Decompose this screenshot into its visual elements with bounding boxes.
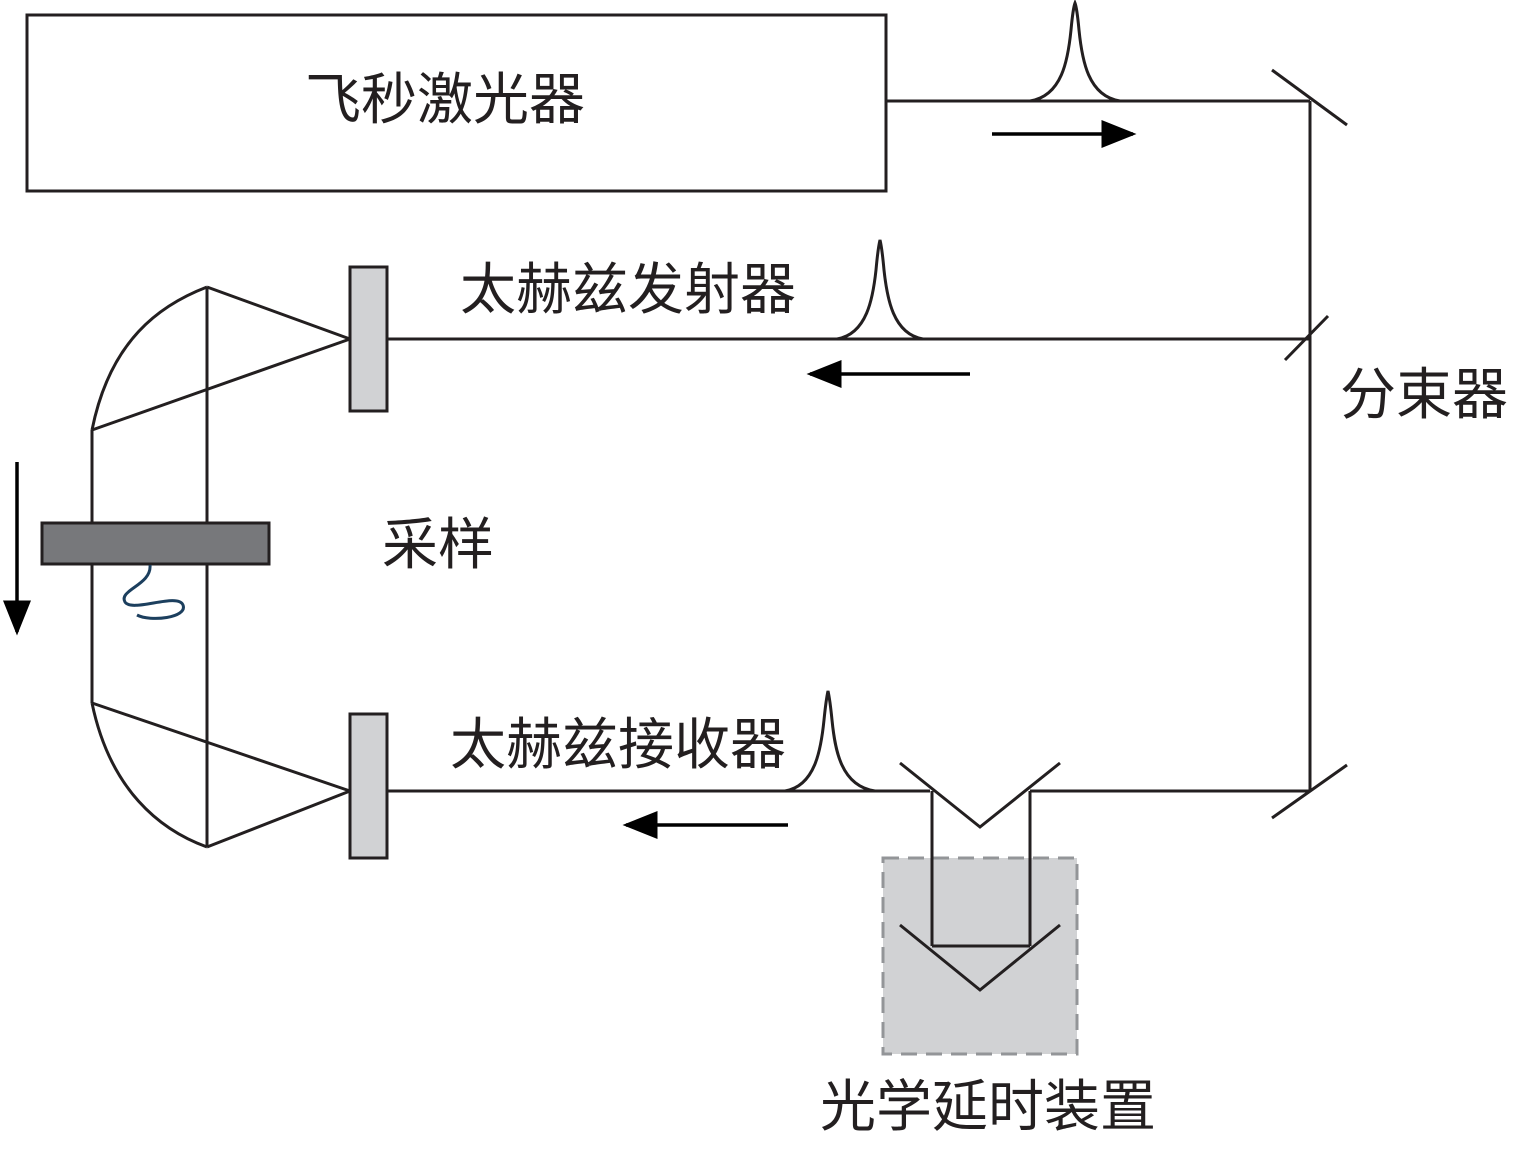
upper-parabolic-mirror: [90, 285, 208, 431]
upper-ray-top: [206, 285, 351, 341]
laser-box: [25, 13, 888, 193]
thz-emitter-antenna: [348, 265, 389, 413]
laser-label: 飞秒激光器: [305, 68, 585, 133]
sampling-label: 采样: [382, 513, 494, 578]
delay-upper-reflector: [899, 761, 1061, 829]
thz-receiver-antenna: [348, 712, 389, 860]
receiver-label: 太赫兹接收器: [450, 713, 786, 778]
sample-signal-curve: [122, 564, 185, 620]
lower-ray-top: [91, 701, 351, 793]
lower-ray-bottom: [206, 789, 351, 849]
delay-label: 光学延时装置: [820, 1075, 1156, 1140]
upper-ray-bottom: [91, 337, 351, 432]
delay-stage-box: [881, 856, 1079, 1056]
emitter-pulse: [836, 239, 924, 341]
delay-lower-reflector: [899, 923, 1061, 992]
receiver-pulse: [784, 690, 876, 793]
splitter-label: 分束器: [1340, 363, 1508, 428]
emitter-label: 太赫兹发射器: [460, 258, 796, 323]
lower-parabolic-mirror: [90, 702, 208, 849]
mirror-top: [1271, 68, 1348, 127]
sample-holder: [40, 521, 271, 566]
laser-pulse: [1029, 0, 1121, 103]
